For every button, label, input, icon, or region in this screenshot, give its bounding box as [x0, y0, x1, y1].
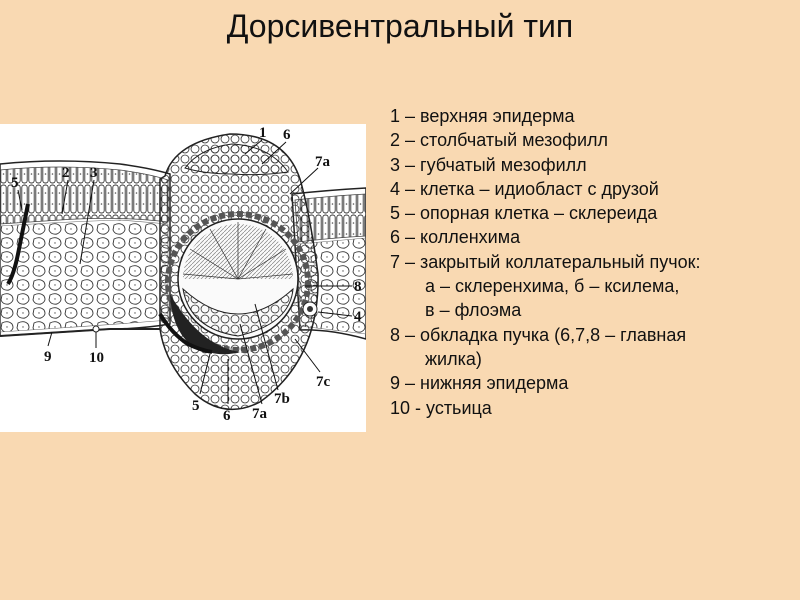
label-6-bottom: 6 — [223, 408, 231, 424]
legend-item-7-sub-1: а – склеренхима, б – ксилема, — [425, 276, 680, 297]
label-2: 2 — [62, 165, 70, 181]
sclereid-cells — [6, 203, 213, 354]
midrib — [159, 133, 319, 411]
label-1: 1 — [259, 125, 267, 141]
label-5-left: 5 — [11, 175, 19, 191]
label-9: 9 — [44, 349, 52, 365]
label-7c: 7c — [316, 374, 331, 390]
label-7a-top: 7a — [315, 154, 331, 170]
leader-lines — [17, 139, 353, 405]
legend-item-7: 7 – закрытый коллатеральный пучок: — [390, 251, 701, 272]
figure-labels: 1 6 7a 5 2 3 8 4 7c 9 10 7b 5 6 7a — [11, 125, 362, 424]
legend-item-10: 10 - устьица — [390, 397, 492, 418]
label-7b: 7b — [274, 391, 290, 407]
label-7a-bottom: 7a — [252, 406, 268, 422]
legend-item-5: 5 – опорная клетка – склереида — [390, 203, 658, 224]
legend-item-1: 1 – верхняя эпидерма — [390, 106, 575, 126]
label-8: 8 — [354, 279, 362, 295]
legend-item-2: 2 – столбчатый мезофилл — [390, 130, 609, 151]
label-3: 3 — [90, 165, 98, 181]
legend-item-4: 4 – клетка – идиобласт с друзой — [390, 178, 659, 199]
label-4: 4 — [354, 309, 362, 325]
label-6-top: 6 — [283, 127, 291, 143]
leaf-cross-section-figure: 1 6 7a 5 2 3 8 4 7c 9 10 7b 5 6 7a — [0, 124, 366, 432]
legend: 1 – верхняя эпидерма 2 – столбчатый мезо… — [390, 104, 795, 420]
lower-epidermis — [0, 325, 160, 337]
legend-item-3: 3 – губчатый мезофилл — [390, 154, 587, 175]
legend-item-6: 6 – колленхима — [390, 227, 521, 248]
label-10: 10 — [89, 350, 104, 366]
legend-item-9: 9 – нижняя эпидерма — [390, 373, 569, 394]
legend-item-7-sub-2: в – флоэма — [425, 300, 522, 321]
label-5-bottom: 5 — [192, 398, 200, 414]
slide-title: Дорсивентральный тип — [226, 8, 574, 44]
legend-item-8-cont: жилка) — [425, 348, 482, 369]
legend-item-8: 8 – обкладка пучка (6,7,8 – главная — [390, 324, 687, 345]
